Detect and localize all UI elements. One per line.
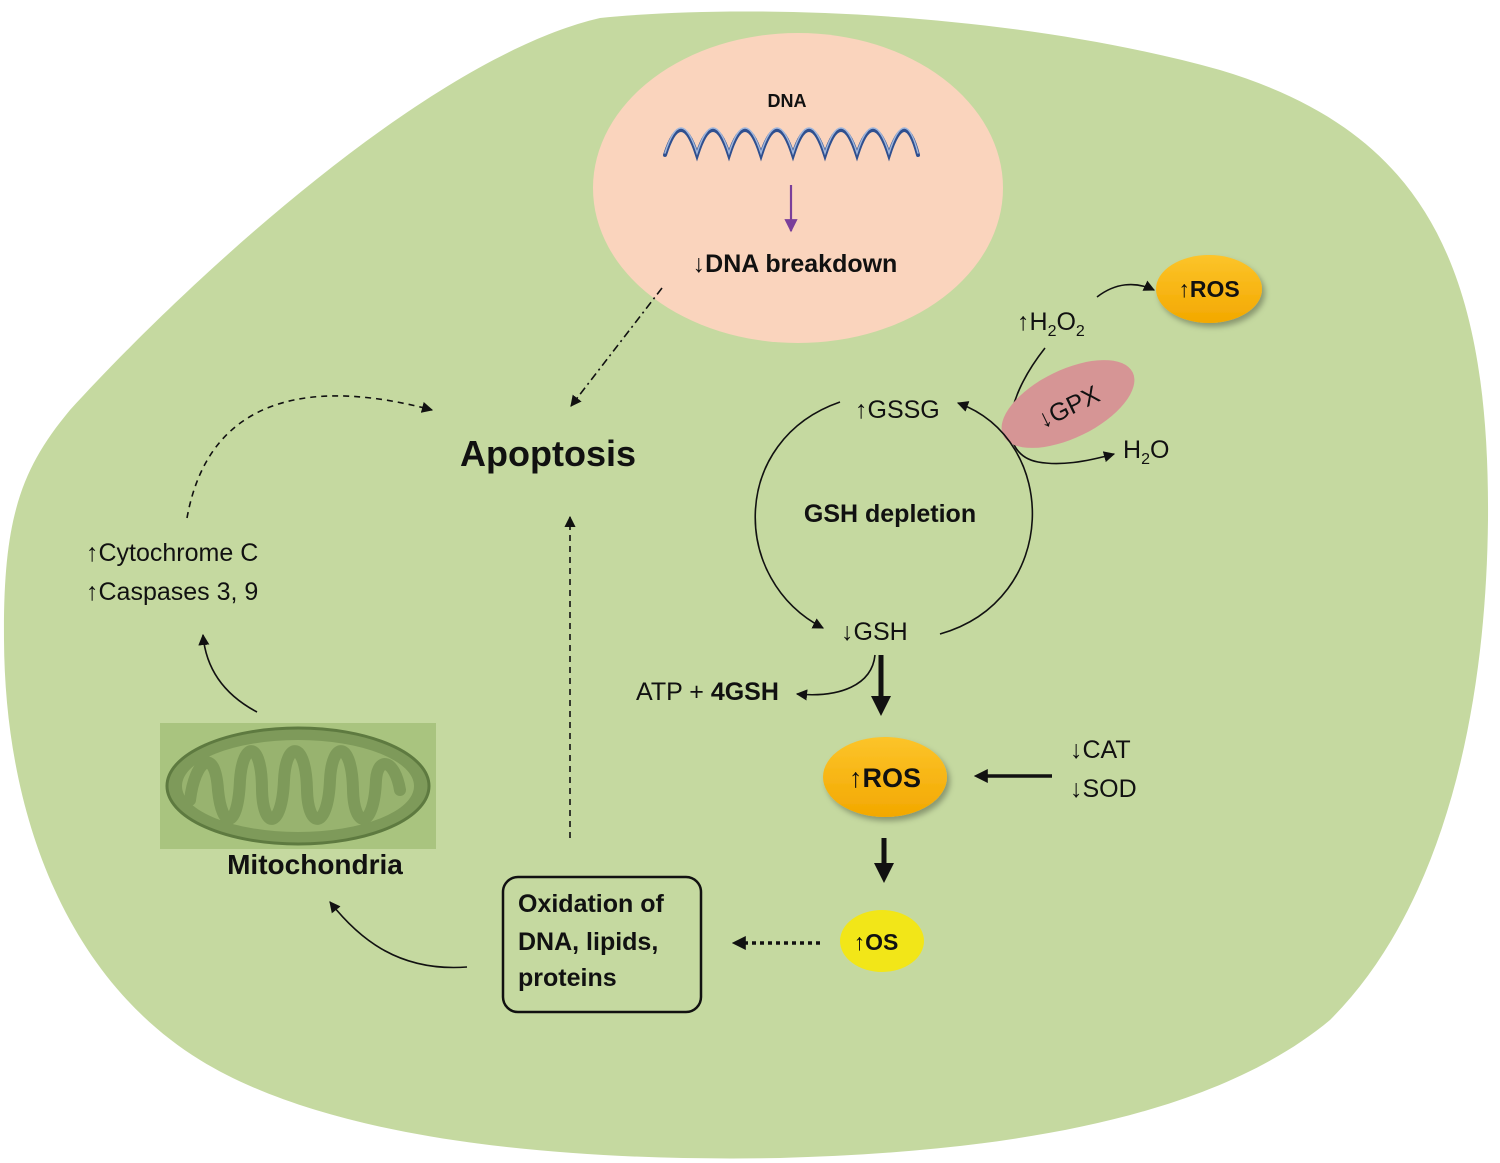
oxidation-box — [501, 875, 703, 1014]
atp-label: ATP + 4GSH — [636, 678, 779, 706]
gsh-label: ↓GSH — [841, 618, 908, 646]
h2o2-to-h2o-arrow — [1009, 347, 1116, 465]
nucleus-to-apoptosis-arrow — [570, 287, 663, 407]
cat-label: ↓CAT — [1070, 736, 1131, 764]
h2o2-to-ros-arrow — [1096, 280, 1156, 298]
ros-center-node — [823, 737, 947, 817]
cytochrome-to-apoptosis-arrow — [186, 395, 434, 519]
cell-body — [3, 11, 1489, 1159]
ros-top-label: ↑ROS — [1178, 276, 1239, 302]
mitochondria-icon — [160, 723, 436, 849]
gsh-to-atp-arrow — [795, 654, 876, 701]
cytochrome-label: ↑Cytochrome C — [86, 539, 258, 567]
ros-top-node — [1156, 255, 1262, 323]
gssg-label: ↑GSSG — [855, 396, 940, 424]
h2o-label: H2O — [1123, 436, 1169, 468]
gsh-depletion-label: GSH depletion — [804, 500, 976, 528]
h2o2-label: ↑H2O2 — [1017, 308, 1085, 340]
nucleus — [593, 33, 1003, 343]
oxidation-line2: DNA, lipids, — [518, 928, 658, 956]
sod-label: ↓SOD — [1070, 775, 1137, 803]
os-node — [840, 910, 924, 972]
gsh-to-gssg-arrow — [939, 401, 1034, 635]
oxidation-to-mitochondria-arrow — [329, 901, 468, 969]
ros-center-label: ↑ROS — [849, 763, 921, 793]
dna-helix-icon — [663, 127, 920, 162]
oxidation-line1: Oxidation of — [518, 890, 665, 918]
oxidation-line3: proteins — [518, 964, 617, 992]
gpx-node — [1001, 360, 1135, 448]
apoptosis-label: Apoptosis — [460, 433, 636, 474]
dna-breakdown-label: ↓DNA breakdown — [693, 250, 898, 278]
mitochondria-to-cytochrome-arrow — [198, 633, 258, 713]
caspases-label: ↑Caspases 3, 9 — [86, 578, 258, 606]
mitochondria-label: Mitochondria — [227, 849, 403, 880]
os-label: ↑OS — [854, 929, 899, 955]
gssg-to-gsh-arrow — [754, 401, 841, 629]
dna-title: DNA — [768, 91, 807, 111]
